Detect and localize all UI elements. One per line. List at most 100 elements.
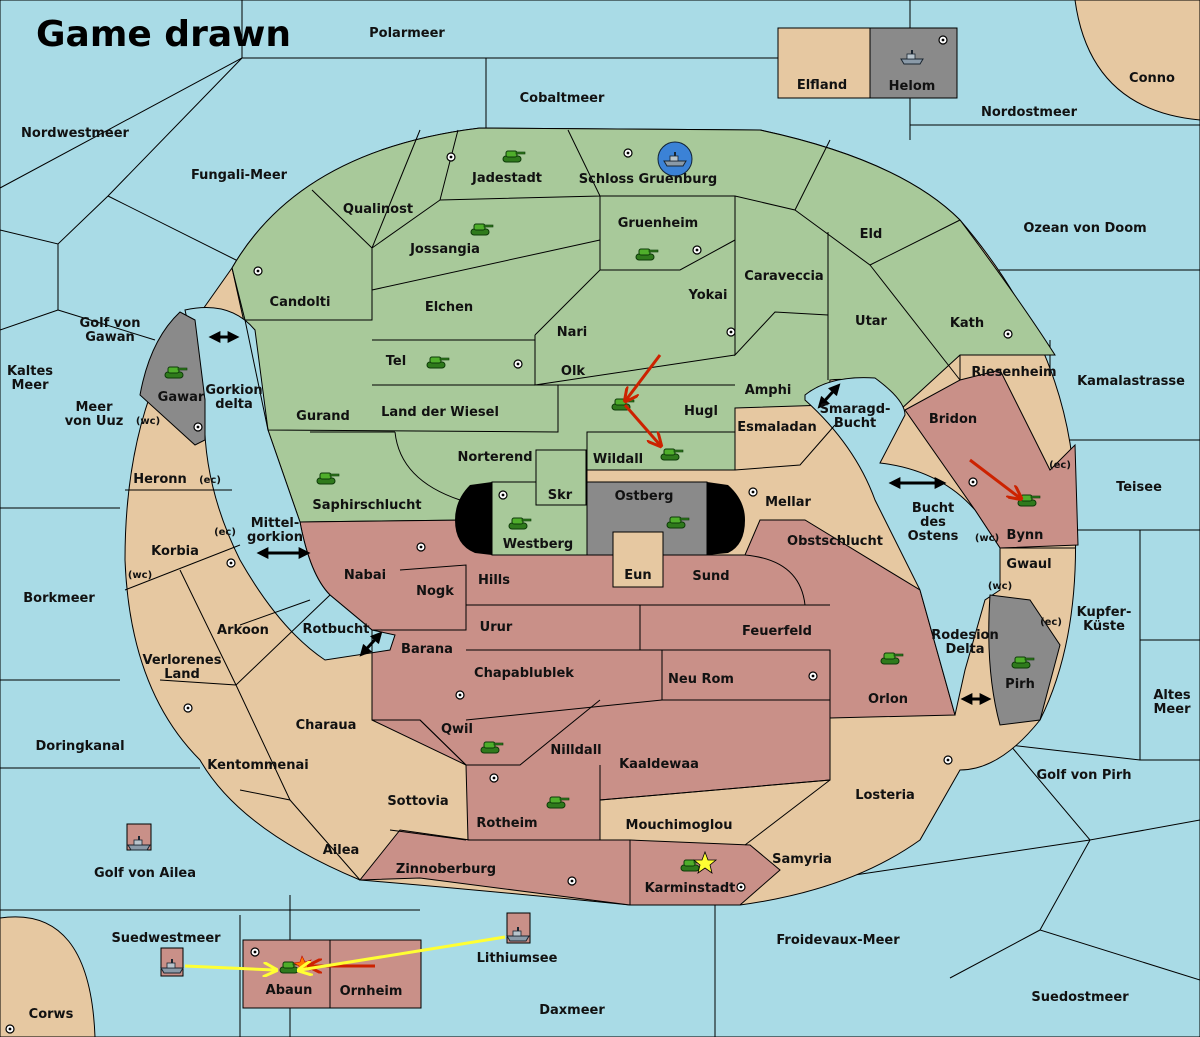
svg-text:Sottovia: Sottovia — [387, 794, 448, 809]
svg-text:Fungali-Meer: Fungali-Meer — [191, 168, 288, 183]
svg-text:(ec): (ec) — [214, 527, 236, 538]
svg-text:Yokai: Yokai — [687, 288, 727, 303]
svg-text:Heronn: Heronn — [133, 472, 187, 487]
land-gawar[interactable] — [139, 311, 206, 446]
svg-text:Bucht: Bucht — [834, 416, 876, 431]
svg-text:Froidevaux-Meer: Froidevaux-Meer — [776, 933, 900, 948]
svg-text:(ec): (ec) — [1049, 460, 1071, 471]
svg-text:Gurand: Gurand — [296, 409, 350, 424]
svg-text:Küste: Küste — [1083, 619, 1125, 634]
svg-text:Eld: Eld — [860, 227, 883, 242]
svg-text:Nilldall: Nilldall — [550, 743, 601, 758]
svg-text:Polarmeer: Polarmeer — [369, 26, 445, 41]
svg-text:Suedostmeer: Suedostmeer — [1031, 990, 1129, 1005]
svg-text:Gorkion: Gorkion — [205, 383, 262, 398]
svg-text:Meer: Meer — [1154, 702, 1192, 717]
svg-text:Tel: Tel — [386, 354, 406, 369]
svg-text:delta: delta — [215, 397, 253, 412]
svg-text:Chapablublek: Chapablublek — [474, 666, 574, 681]
svg-text:Mittel-: Mittel- — [251, 516, 300, 531]
svg-text:Nabai: Nabai — [344, 568, 386, 583]
svg-text:Verlorenes: Verlorenes — [142, 653, 221, 668]
svg-text:Kupfer-: Kupfer- — [1077, 605, 1132, 620]
svg-text:Riesenheim: Riesenheim — [971, 365, 1056, 380]
svg-text:Nordwestmeer: Nordwestmeer — [21, 126, 129, 141]
svg-text:Saphirschlucht: Saphirschlucht — [312, 498, 421, 513]
land-corws[interactable] — [0, 916, 96, 1037]
svg-text:Qualinost: Qualinost — [343, 202, 413, 217]
svg-text:Ornheim: Ornheim — [340, 984, 403, 999]
svg-text:Bucht: Bucht — [912, 501, 954, 516]
svg-text:(wc): (wc) — [128, 570, 152, 581]
svg-text:Kentommenai: Kentommenai — [207, 758, 308, 773]
svg-text:Lithiumsee: Lithiumsee — [477, 951, 558, 966]
svg-text:Altes: Altes — [1153, 688, 1191, 703]
svg-text:Abaun: Abaun — [266, 983, 313, 998]
svg-text:Rodesion: Rodesion — [931, 628, 998, 643]
svg-text:Neu Rom: Neu Rom — [668, 672, 734, 687]
svg-text:Gawan: Gawan — [85, 330, 134, 345]
svg-text:(wc): (wc) — [136, 416, 160, 427]
svg-text:Corws: Corws — [29, 1007, 74, 1022]
svg-text:Hills: Hills — [478, 573, 510, 588]
land-conno[interactable] — [1074, 0, 1200, 121]
svg-text:Esmaladan: Esmaladan — [737, 420, 817, 435]
svg-text:Olk: Olk — [561, 364, 586, 379]
svg-text:Charaua: Charaua — [296, 718, 357, 733]
svg-text:Kaaldewaa: Kaaldewaa — [619, 757, 699, 772]
svg-text:Mouchimoglou: Mouchimoglou — [626, 818, 733, 833]
svg-text:Rotheim: Rotheim — [476, 816, 537, 831]
citadel[interactable] — [455, 449, 745, 588]
svg-text:Hugl: Hugl — [684, 404, 718, 419]
svg-text:Nogk: Nogk — [416, 584, 454, 599]
svg-text:Caraveccia: Caraveccia — [744, 269, 823, 284]
svg-text:Mellar: Mellar — [765, 495, 811, 510]
svg-text:Meer: Meer — [76, 400, 114, 415]
svg-text:Karminstadt: Karminstadt — [645, 881, 736, 896]
svg-text:Kath: Kath — [950, 316, 984, 331]
svg-text:Zinnoberburg: Zinnoberburg — [396, 862, 496, 877]
province-borders — [124, 129, 1075, 905]
coast-tags: (wc) (ec) (ec) (wc) (ec) (wc) (wc) (ec) — [128, 416, 1071, 628]
svg-text:Land der Wiesel: Land der Wiesel — [381, 405, 499, 420]
sea-labels: Polarmeer Cobaltmeer Nordwestmeer Fungal… — [7, 26, 1191, 1022]
convoy-links — [208, 331, 992, 705]
svg-text:Meer: Meer — [12, 378, 50, 393]
svg-text:Korbia: Korbia — [151, 544, 199, 559]
svg-text:Losteria: Losteria — [855, 788, 915, 803]
svg-text:(wc): (wc) — [975, 533, 999, 544]
svg-text:gorkion: gorkion — [247, 530, 303, 545]
svg-text:Norterend: Norterend — [457, 450, 532, 465]
svg-text:Borkmeer: Borkmeer — [23, 591, 95, 606]
svg-text:Utar: Utar — [855, 314, 888, 329]
svg-text:Rotbucht: Rotbucht — [303, 622, 370, 637]
svg-text:Qwil: Qwil — [441, 722, 473, 737]
svg-text:Wildall: Wildall — [593, 452, 643, 467]
svg-text:(ec): (ec) — [199, 475, 221, 486]
svg-text:Eun: Eun — [624, 568, 651, 583]
land-elfland[interactable] — [777, 27, 871, 99]
svg-text:Golf von: Golf von — [80, 316, 141, 331]
land-ornheim[interactable] — [329, 939, 422, 1009]
svg-text:Sund: Sund — [692, 569, 729, 584]
svg-text:Ostens: Ostens — [908, 529, 959, 544]
svg-text:Nari: Nari — [557, 325, 588, 340]
svg-text:Urur: Urur — [480, 620, 513, 635]
svg-text:Golf von Ailea: Golf von Ailea — [94, 866, 196, 881]
sea-gorkion[interactable] — [184, 307, 396, 661]
svg-text:Smaragd-: Smaragd- — [820, 402, 891, 417]
svg-text:Elfland: Elfland — [797, 78, 847, 93]
svg-text:Cobaltmeer: Cobaltmeer — [520, 91, 605, 106]
svg-text:Gruenheim: Gruenheim — [618, 216, 698, 231]
svg-text:Bridon: Bridon — [929, 412, 977, 427]
svg-text:Pirh: Pirh — [1005, 677, 1035, 692]
svg-text:Gwaul: Gwaul — [1006, 557, 1051, 572]
svg-text:Nordostmeer: Nordostmeer — [981, 105, 1078, 120]
svg-text:Obstschlucht: Obstschlucht — [787, 534, 883, 549]
svg-text:Candolti: Candolti — [270, 295, 331, 310]
svg-text:des: des — [920, 515, 946, 530]
svg-text:Barana: Barana — [401, 642, 453, 657]
svg-text:Samyria: Samyria — [772, 852, 832, 867]
